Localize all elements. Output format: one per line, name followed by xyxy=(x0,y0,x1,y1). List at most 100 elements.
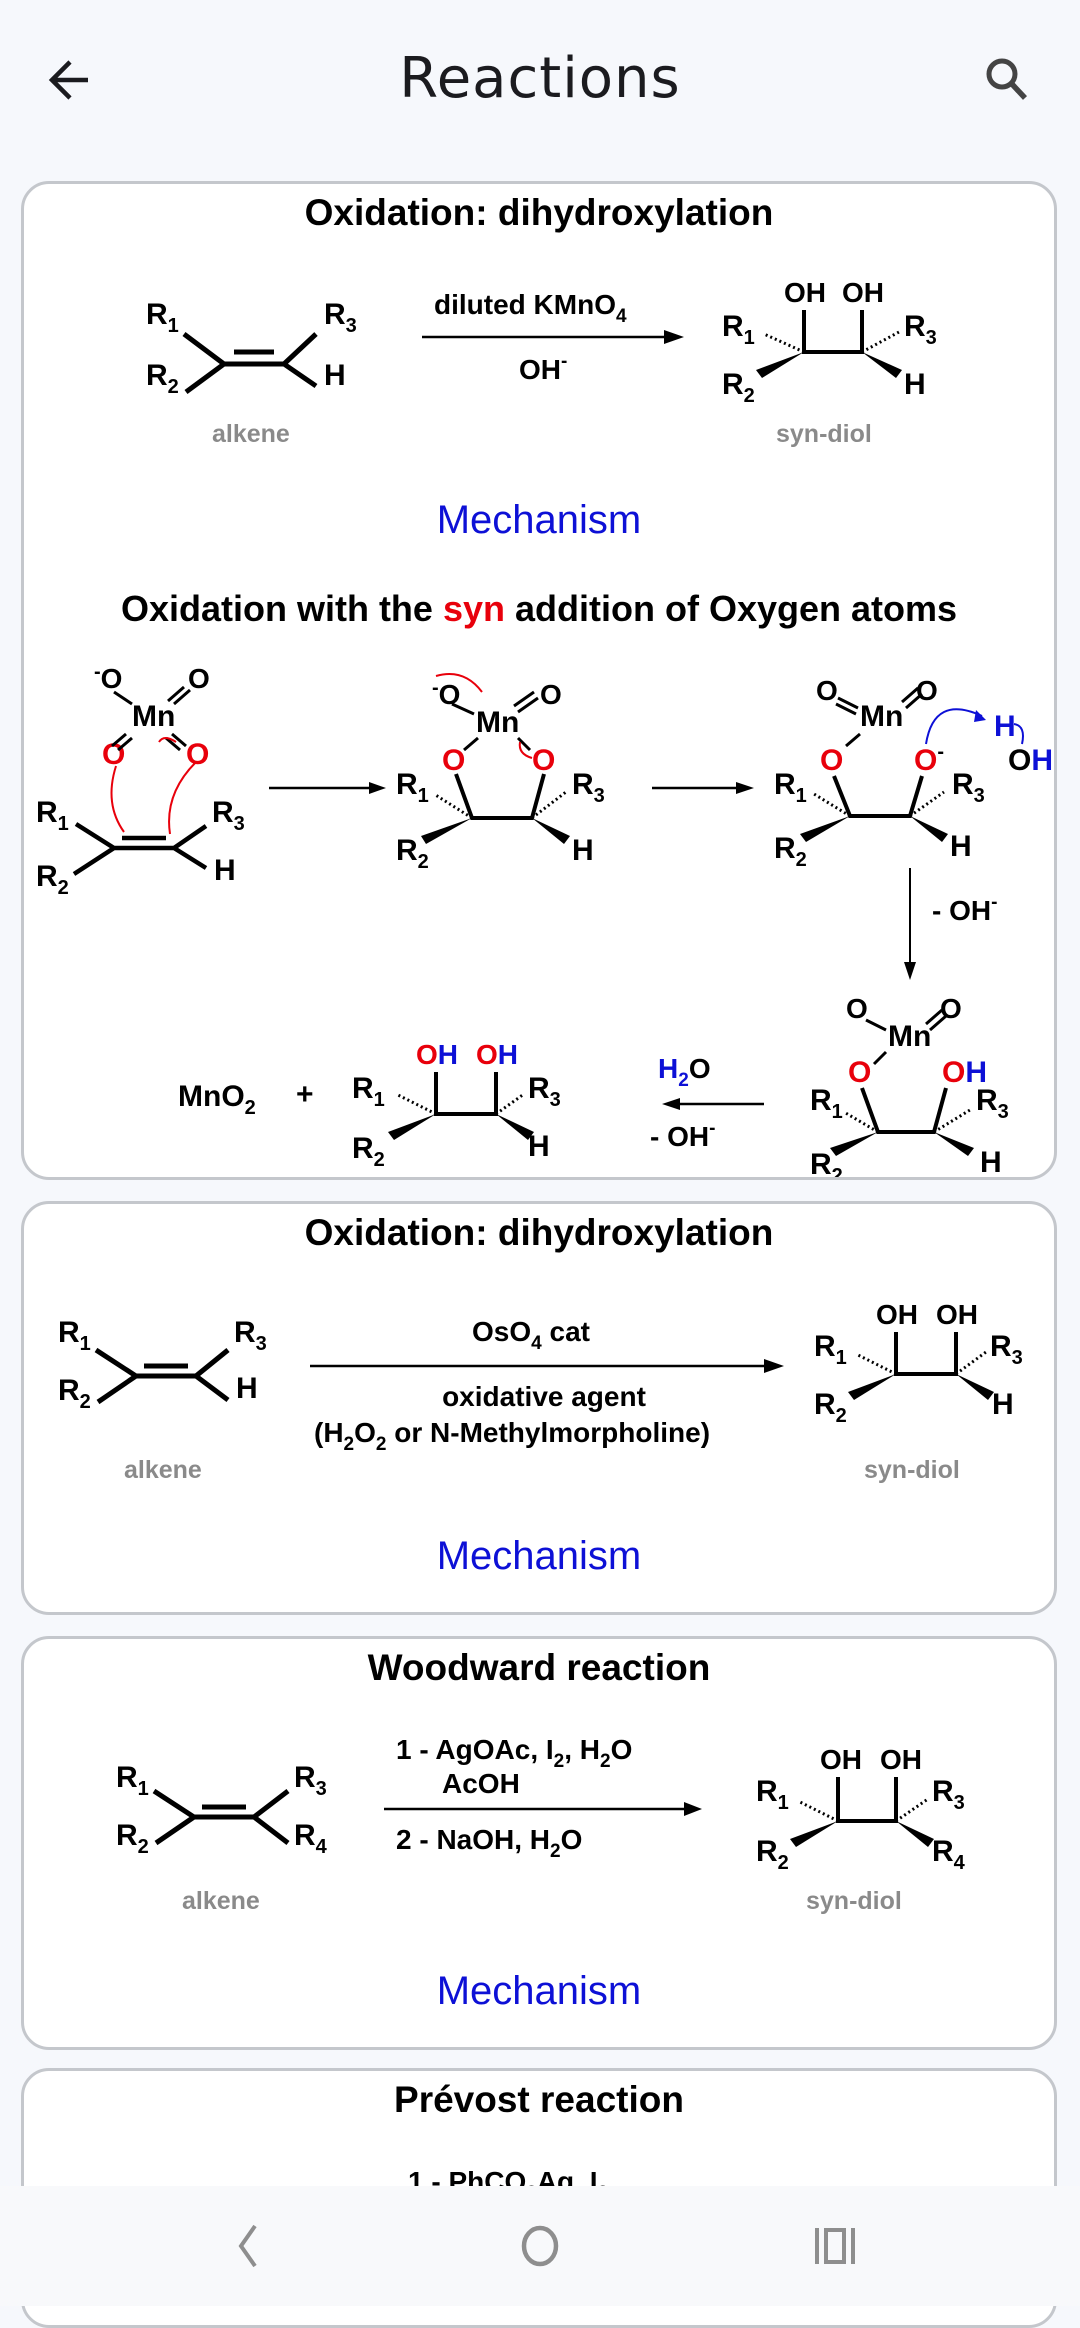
svg-text:R1: R1 xyxy=(756,1775,789,1814)
svg-text:H2O: H2O xyxy=(658,1053,711,1091)
svg-text:R3: R3 xyxy=(976,1084,1009,1123)
svg-text:R2: R2 xyxy=(58,1374,91,1413)
svg-text:R1: R1 xyxy=(810,1084,843,1123)
svg-text:MnO2: MnO2 xyxy=(178,1080,256,1119)
search-button[interactable] xyxy=(978,50,1038,110)
reactant-label: alkene xyxy=(182,1887,260,1915)
nav-home-icon xyxy=(521,2225,559,2267)
mechanism-arrow-2 xyxy=(652,782,754,794)
reactant-label: alkene xyxy=(124,1456,202,1484)
svg-text:R4: R4 xyxy=(932,1835,966,1874)
svg-text:OH: OH xyxy=(936,1299,978,1330)
svg-text:R3: R3 xyxy=(212,796,245,835)
mechanism-step-4: O O Mn O OH R1 R2 R3 H xyxy=(810,993,1009,1180)
svg-text:R4: R4 xyxy=(294,1819,328,1858)
nav-back-button[interactable] xyxy=(205,2206,285,2286)
svg-text:O: O xyxy=(540,679,562,710)
svg-text:O: O xyxy=(820,744,843,777)
svg-text:Mn: Mn xyxy=(888,1020,931,1053)
svg-text:R2: R2 xyxy=(810,1148,843,1180)
syn-diol-structure: OH OH R1 R2 R3 H xyxy=(814,1299,1023,1427)
svg-text:H: H xyxy=(236,1372,258,1405)
reaction-card-oso4: Oxidation: dihydroxylation R1 R2 R3 H Os… xyxy=(21,1201,1057,1615)
mechanism-title: Oxidation with the syn addition of Oxyge… xyxy=(120,588,958,629)
svg-text:H: H xyxy=(992,1388,1014,1421)
svg-text:2 - NaOH, H2O: 2 - NaOH, H2O xyxy=(396,1824,582,1862)
svg-text:(H2O2 or N-Methylmorpholine): (H2O2 or N-Methylmorpholine) xyxy=(314,1417,710,1455)
svg-text:R1: R1 xyxy=(58,1316,91,1355)
svg-text:O: O xyxy=(848,1056,871,1089)
nav-home-button[interactable] xyxy=(500,2206,580,2286)
svg-text:R2: R2 xyxy=(814,1388,847,1427)
card-title: Prévost reaction xyxy=(394,2079,684,2120)
svg-text:1 - AgOAc, I2, H2O: 1 - AgOAc, I2, H2O xyxy=(396,1734,632,1772)
reaction-scheme: R1 R2 R3 R4 1 - AgOAc, I2, H2O AcOH 2 - … xyxy=(116,1734,966,1874)
svg-text:R2: R2 xyxy=(146,359,179,398)
back-button[interactable] xyxy=(40,50,100,110)
svg-text:R1: R1 xyxy=(146,298,179,337)
svg-text:OH: OH xyxy=(784,277,826,308)
svg-text:H: H xyxy=(324,359,346,392)
svg-text:+: + xyxy=(296,1078,314,1111)
svg-text:H: H xyxy=(214,854,236,887)
svg-text:OH: OH xyxy=(1008,744,1053,777)
svg-text:R3: R3 xyxy=(572,768,605,807)
svg-text:R2: R2 xyxy=(722,368,755,407)
svg-text:-O: -O xyxy=(432,677,460,710)
svg-text:- OH-: - OH- xyxy=(650,1118,715,1152)
reaction-scheme: R1 R2 R3 H OsO4 cat oxidative agent (H2O… xyxy=(58,1299,1023,1455)
svg-text:Mn: Mn xyxy=(860,700,903,733)
mechanism-link[interactable]: Mechanism xyxy=(436,498,642,542)
alkene-structure: R1 R2 R3 H xyxy=(146,298,357,398)
svg-text:H: H xyxy=(950,830,972,863)
svg-text:O: O xyxy=(102,738,125,771)
svg-text:O: O xyxy=(442,744,465,777)
svg-text:R1: R1 xyxy=(36,796,69,835)
svg-text:Mn: Mn xyxy=(132,700,175,733)
svg-text:R1: R1 xyxy=(814,1330,847,1369)
card-title: Oxidation: dihydroxylation xyxy=(304,1212,774,1253)
mechanism-step-3: O O Mn O O- H OH R1 R2 R3 H xyxy=(774,675,1053,871)
svg-text:R3: R3 xyxy=(294,1761,327,1800)
system-nav-bar xyxy=(0,2186,1080,2306)
reactant-label: alkene xyxy=(212,420,290,448)
svg-text:R3: R3 xyxy=(952,768,985,807)
nav-recents-button[interactable] xyxy=(795,2206,875,2286)
svg-text:O: O xyxy=(846,993,868,1024)
svg-text:-O: -O xyxy=(94,661,122,694)
syn-diol-structure: OH OH R1 R2 R3 R4 xyxy=(756,1744,966,1874)
product-label: syn-diol xyxy=(776,420,872,448)
svg-text:OH-: OH- xyxy=(519,351,567,385)
mechanism-arrow-1 xyxy=(269,782,386,794)
svg-text:- OH-: - OH- xyxy=(932,892,997,926)
svg-text:OH: OH xyxy=(820,1744,862,1775)
svg-text:H: H xyxy=(904,368,926,401)
reaction-arrow: 1 - AgOAc, I2, H2O AcOH 2 - NaOH, H2O xyxy=(384,1734,702,1862)
svg-text:AcOH: AcOH xyxy=(442,1768,520,1799)
svg-text:O: O xyxy=(186,738,209,771)
svg-text:R2: R2 xyxy=(116,1819,149,1858)
svg-text:R2: R2 xyxy=(396,834,429,873)
svg-text:oxidative agent: oxidative agent xyxy=(442,1381,646,1412)
svg-text:H: H xyxy=(528,1130,550,1163)
svg-text:O: O xyxy=(188,663,210,694)
alkene-structure: R1 R2 R3 H xyxy=(58,1316,267,1413)
svg-text:R1: R1 xyxy=(722,310,755,349)
alkene-structure: R1 R2 R3 R4 xyxy=(116,1761,328,1858)
mechanism-link[interactable]: Mechanism xyxy=(436,1534,642,1578)
svg-text:O: O xyxy=(916,675,938,706)
svg-text:R3: R3 xyxy=(990,1330,1023,1369)
mechanism-arrow-back: H2O - OH- xyxy=(650,1053,764,1152)
mechanism-step-1: -O O Mn O O R1 R2 R3 H xyxy=(36,661,245,899)
mechanism-products: MnO2 + OH OH R1 R2 R3 H xyxy=(178,1039,561,1171)
svg-text:R3: R3 xyxy=(324,298,357,337)
svg-text:OH: OH xyxy=(416,1039,458,1070)
svg-text:OH: OH xyxy=(842,277,884,308)
svg-text:OH: OH xyxy=(880,1744,922,1775)
mechanism-step-2: -O O Mn O O R1 R2 R3 H xyxy=(396,673,605,873)
svg-text:diluted KMnO4: diluted KMnO4 xyxy=(434,289,627,327)
arrow-left-icon xyxy=(48,60,88,100)
svg-text:R1: R1 xyxy=(396,768,429,807)
mechanism-link[interactable]: Mechanism xyxy=(436,1969,642,2013)
reaction-scheme: R1 R2 R3 H diluted KMnO4 OH- OH OH R1 R2… xyxy=(146,277,937,407)
